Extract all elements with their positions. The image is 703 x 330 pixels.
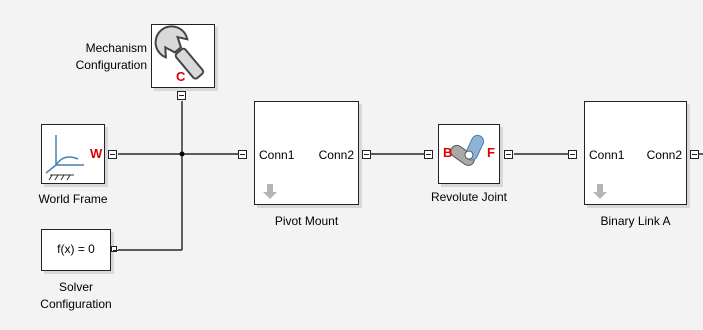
junction-dot xyxy=(179,151,185,157)
mechanism-label-line1: Mechanism xyxy=(85,41,147,55)
mechanism-configuration-block[interactable]: C xyxy=(151,24,215,88)
solver-expression: f(x) = 0 xyxy=(57,242,95,256)
world-frame-icon xyxy=(45,135,84,181)
link-conn2-label: Conn2 xyxy=(646,148,682,162)
revolute-joint-icon xyxy=(450,134,485,166)
pivot-mount-label: Pivot Mount xyxy=(274,214,339,228)
port-letter-f: F xyxy=(487,145,495,160)
port-letter-b: B xyxy=(443,145,453,160)
down-arrow-icon xyxy=(593,184,607,199)
pivot-conn1-label: Conn1 xyxy=(259,148,295,162)
binary-link-port-right[interactable] xyxy=(690,150,699,159)
pivot-mount-port-left[interactable] xyxy=(238,150,247,159)
wrench-icon xyxy=(154,25,205,80)
binary-link-a-label: Binary Link A xyxy=(600,214,671,228)
binary-link-port-left[interactable] xyxy=(568,150,577,159)
revolute-joint-block[interactable]: B F xyxy=(438,124,500,184)
revolute-joint-port-b[interactable] xyxy=(424,150,433,159)
pivot-mount-block[interactable]: Conn1 Conn2 xyxy=(254,101,359,205)
solver-configuration-block[interactable]: f(x) = 0 xyxy=(41,229,111,271)
pivot-conn2-label: Conn2 xyxy=(318,148,354,162)
pivot-mount-port-right[interactable] xyxy=(362,150,371,159)
revolute-joint-port-f[interactable] xyxy=(504,150,513,159)
world-frame-label: World Frame xyxy=(38,192,108,206)
solver-port[interactable] xyxy=(111,246,118,252)
world-frame-block[interactable]: W xyxy=(41,124,105,184)
binary-link-a-block[interactable]: Conn1 Conn2 xyxy=(584,101,687,205)
mechanism-label-line2: Configuration xyxy=(75,58,147,72)
mechanism-port[interactable] xyxy=(177,91,186,100)
solver-label-line1: Solver xyxy=(58,280,93,294)
port-letter-w: W xyxy=(90,146,103,161)
link-conn1-label: Conn1 xyxy=(589,148,625,162)
down-arrow-icon xyxy=(263,184,277,199)
world-frame-port[interactable] xyxy=(108,150,117,159)
solver-label-line2: Configuration xyxy=(40,297,112,311)
revolute-joint-label: Revolute Joint xyxy=(430,190,508,204)
port-letter-c: C xyxy=(176,69,186,84)
